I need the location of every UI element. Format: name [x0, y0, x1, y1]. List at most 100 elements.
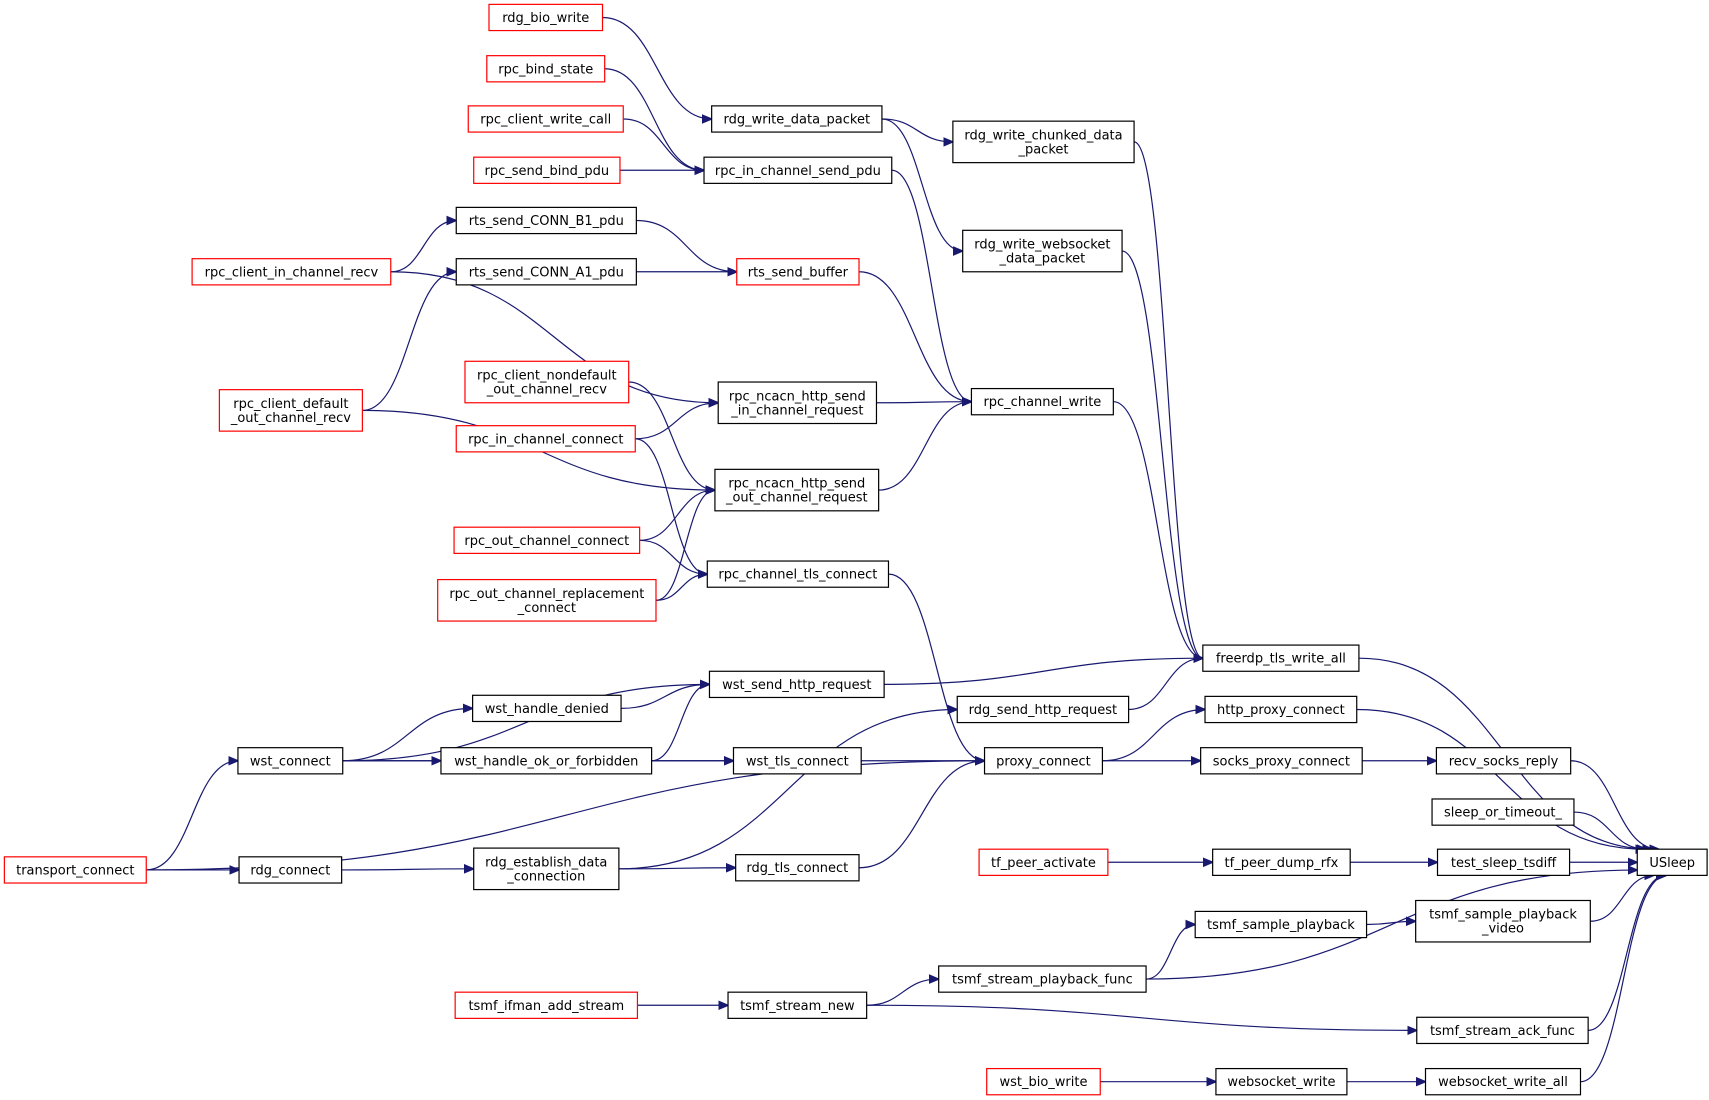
- node-box: [956, 695, 1130, 724]
- node-box: [191, 258, 392, 286]
- edge-tsmf-stream-new-to-tsmf-stream-ack-func: [866, 1004, 1417, 1030]
- nodes-layer: rdg_bio_write rpc_bind_state rpc_client_wr…: [3, 3, 1708, 1096]
- edge-tsmf-stream-new-to-tsmf-stream-playback-func: [866, 979, 939, 1006]
- edge-tsmf-stream-ack-func-to-USleep: [1588, 875, 1665, 1031]
- node-tsmf-stream-ack-func[interactable]: tsmf_stream_ack_func: [1416, 1016, 1589, 1045]
- node-tsmf-stream-new[interactable]: tsmf_stream_new: [727, 991, 868, 1019]
- node-label: wst_handle_denied: [485, 702, 609, 717]
- node-label: http_proxy_connect: [1217, 703, 1345, 718]
- edge-rdg-tls-connect-to-proxy-connect: [859, 761, 985, 869]
- node-box: [1636, 848, 1708, 876]
- node-box: [238, 856, 343, 884]
- node-label: recv_socks_reply: [1449, 754, 1559, 769]
- node-rdg-write-websocket-data-packet[interactable]: rdg_write_websocket_data_packet: [962, 229, 1123, 273]
- edge-rpc-in-channel-send-pdu-to-rpc-channel-write: [891, 169, 972, 401]
- node-rpc-client-write-call[interactable]: rpc_client_write_call: [467, 105, 624, 133]
- node-label: tf_peer_activate: [991, 856, 1096, 871]
- edge-wst-handle-ok-or-forbidden-to-wst-send-http-request: [651, 684, 710, 762]
- node-rpc-in-channel-connect[interactable]: rpc_in_channel_connect: [455, 425, 636, 453]
- node-rpc-client-in-channel-recv[interactable]: rpc_client_in_channel_recv: [191, 258, 392, 286]
- node-wst-bio-write[interactable]: wst_bio_write: [986, 1067, 1101, 1096]
- node-label: rpc_out_channel_replacement_connect: [449, 587, 644, 616]
- node-tsmf-ifman-add-stream[interactable]: tsmf_ifman_add_stream: [454, 991, 639, 1019]
- edge-rpc-out-channel-replacement-connect-to-rpc-channel-tls-connect: [655, 574, 707, 601]
- edge-tsmf-stream-playback-func-to-tsmf-sample-playback: [1146, 925, 1195, 980]
- node-rpc-client-nondefault-out-channel-recv[interactable]: rpc_client_nondefault_out_channel_recv: [464, 360, 630, 404]
- node-rdg-tls-connect[interactable]: rdg_tls_connect: [735, 854, 860, 882]
- node-wst-handle-denied[interactable]: wst_handle_denied: [472, 694, 622, 723]
- node-tf-peer-dump-rfx[interactable]: tf_peer_dump_rfx: [1212, 848, 1351, 876]
- node-box: [455, 258, 637, 286]
- node-rpc-out-channel-connect[interactable]: rpc_out_channel_connect: [453, 526, 641, 554]
- edge-rpc-out-channel-connect-to-rpc-channel-tls-connect: [639, 539, 708, 574]
- node-rts-send-CONN-B1-pdu[interactable]: rts_send_CONN_B1_pdu: [455, 206, 637, 235]
- node-tsmf-sample-playback-video[interactable]: tsmf_sample_playback_video: [1415, 899, 1591, 943]
- node-freerdp-tls-write-all[interactable]: freerdp_tls_write_all: [1202, 644, 1360, 672]
- node-rdg-bio-write[interactable]: rdg_bio_write: [488, 3, 604, 32]
- node-recv-socks-reply[interactable]: recv_socks_reply: [1435, 747, 1572, 775]
- node-label: rpc_ncacn_http_send_in_channel_request: [729, 389, 866, 418]
- node-box: [237, 747, 344, 775]
- edge-rdg-write-chunked-data-packet-to-freerdp-tls-write-all: [1133, 141, 1203, 658]
- edge-rts-send-CONN-B1-pdu-to-rts-send-buffer: [636, 219, 736, 271]
- node-websocket-write-all[interactable]: websocket_write_all: [1424, 1067, 1582, 1096]
- edge-rpc-in-channel-connect-to-rpc-channel-tls-connect: [635, 438, 707, 574]
- node-rpc-in-channel-send-pdu[interactable]: rpc_in_channel_send_pdu: [703, 156, 893, 184]
- edge-rdg-bio-write-to-rdg-write-data-packet: [602, 16, 712, 119]
- node-socks-proxy-connect[interactable]: socks_proxy_connect: [1200, 747, 1363, 775]
- edge-rpc-client-default-out-channel-recv-to-rts-send-CONN-A1-pdu: [362, 272, 456, 412]
- node-wst-tls-connect[interactable]: wst_tls_connect: [732, 747, 862, 775]
- node-test-sleep-tsdiff[interactable]: test_sleep_tsdiff: [1436, 848, 1571, 876]
- edge-sleep-or-timeout--to-USleep: [1573, 811, 1647, 849]
- node-box: [488, 3, 604, 32]
- node-rdg-connect[interactable]: rdg_connect: [238, 856, 343, 884]
- node-wst-send-http-request[interactable]: wst_send_http_request: [708, 670, 885, 699]
- node-wst-connect[interactable]: wst_connect: [237, 747, 344, 775]
- node-rts-send-buffer[interactable]: rts_send_buffer: [736, 258, 860, 286]
- node-rpc-out-channel-replacement-connect[interactable]: rpc_out_channel_replacement_connect: [437, 578, 657, 622]
- edge-rdg-send-http-request-to-freerdp-tls-write-all: [1128, 658, 1203, 711]
- node-box: [473, 847, 620, 891]
- node-rpc-client-default-out-channel-recv[interactable]: rpc_client_default_out_channel_recv: [218, 389, 363, 432]
- edge-rts-send-buffer-to-rpc-channel-write: [859, 271, 971, 402]
- node-label: rpc_in_channel_connect: [468, 432, 623, 447]
- node-rpc-bind-state[interactable]: rpc_bind_state: [486, 55, 606, 83]
- node-wst-handle-ok-or-forbidden[interactable]: wst_handle_ok_or_forbidden: [440, 747, 653, 775]
- node-box: [1415, 899, 1591, 943]
- node-box: [1424, 1067, 1582, 1096]
- node-label: websocket_write: [1227, 1075, 1335, 1090]
- node-label: test_sleep_tsdiff: [1451, 856, 1557, 871]
- node-rts-send-CONN-A1-pdu[interactable]: rts_send_CONN_A1_pdu: [455, 258, 637, 286]
- node-websocket-write[interactable]: websocket_write: [1215, 1067, 1348, 1096]
- edge-rpc-bind-state-to-rpc-in-channel-send-pdu: [604, 68, 704, 171]
- edge-rpc-ncacn-http-send-out-channel-request-to-rpc-channel-write: [878, 402, 972, 491]
- node-rpc-channel-tls-connect[interactable]: rpc_channel_tls_connect: [706, 560, 890, 588]
- node-rdg-establish-data-connection[interactable]: rdg_establish_data_connection: [473, 847, 620, 891]
- node-rpc-ncacn-http-send-in-channel-request[interactable]: rpc_ncacn_http_send_in_channel_request: [717, 381, 878, 425]
- node-box: [978, 848, 1109, 876]
- node-rdg-send-http-request[interactable]: rdg_send_http_request: [956, 695, 1130, 724]
- node-box: [3, 856, 147, 884]
- node-transport-connect[interactable]: transport_connect: [3, 856, 147, 884]
- node-label: wst_send_http_request: [722, 678, 871, 693]
- node-box: [952, 120, 1135, 164]
- node-tf-peer-activate[interactable]: tf_peer_activate: [978, 848, 1109, 876]
- node-label: rpc_channel_write: [983, 395, 1101, 410]
- node-rpc-ncacn-http-send-out-channel-request[interactable]: rpc_ncacn_http_send_out_channel_request: [714, 468, 880, 512]
- node-label: rdg_connect: [250, 863, 330, 878]
- node-rdg-write-data-packet[interactable]: rdg_write_data_packet: [711, 105, 883, 133]
- node-tsmf-stream-playback-func[interactable]: tsmf_stream_playback_func: [938, 965, 1147, 993]
- node-label: rpc_in_channel_send_pdu: [715, 164, 881, 179]
- node-rdg-write-chunked-data-packet[interactable]: rdg_write_chunked_data_packet: [952, 120, 1135, 164]
- node-proxy-connect[interactable]: proxy_connect: [983, 747, 1104, 775]
- node-box: [1202, 644, 1360, 672]
- node-http-proxy-connect[interactable]: http_proxy_connect: [1204, 695, 1358, 724]
- node-box: [1435, 747, 1572, 775]
- node-rpc-channel-write[interactable]: rpc_channel_write: [970, 387, 1114, 416]
- node-tsmf-sample-playback[interactable]: tsmf_sample_playback: [1194, 910, 1368, 939]
- node-rpc-send-bind-pdu[interactable]: rpc_send_bind_pdu: [473, 156, 621, 184]
- node-sleep-or-timeout-[interactable]: sleep_or_timeout_: [1431, 798, 1575, 826]
- edge-wst-handle-denied-to-wst-send-http-request: [621, 684, 709, 709]
- node-box: [1416, 1016, 1589, 1045]
- edge-rpc-client-write-call-to-rpc-in-channel-send-pdu: [623, 118, 704, 170]
